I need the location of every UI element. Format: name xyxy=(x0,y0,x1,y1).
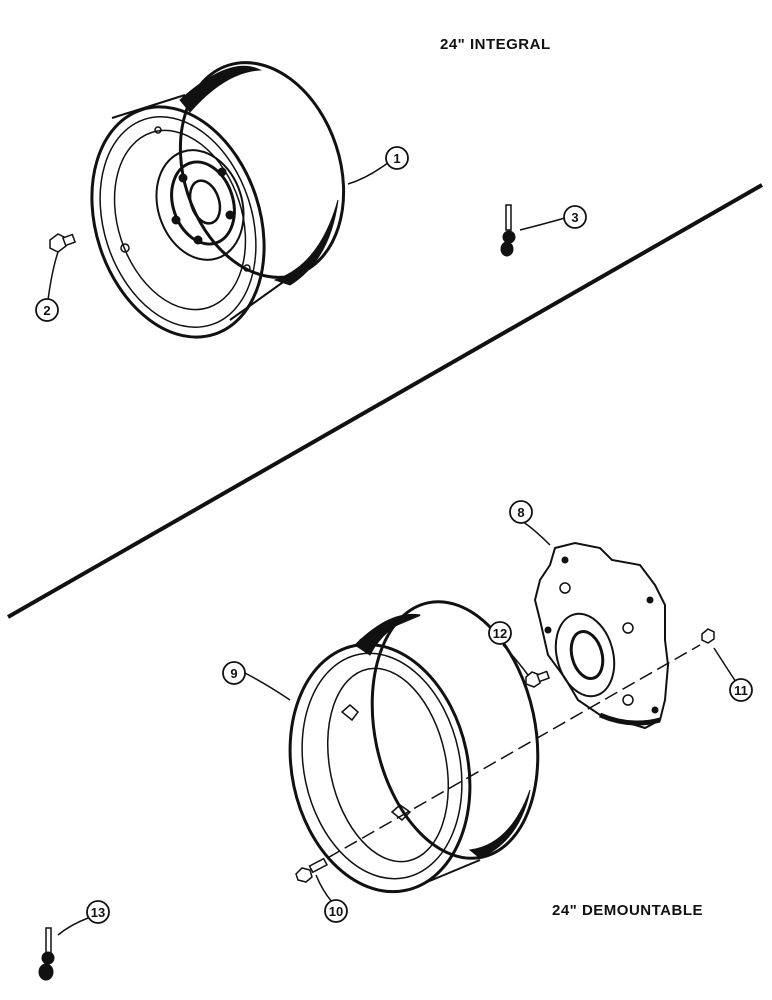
title-24-integral: 24" INTEGRAL xyxy=(440,36,551,53)
callout-8-label: 8 xyxy=(517,505,524,520)
callout-9: 9 xyxy=(222,661,246,685)
valve-stem-item-13 xyxy=(38,927,55,981)
valve-stem-item-3 xyxy=(500,204,516,257)
callout-9-label: 9 xyxy=(230,666,237,681)
title-24-demountable: 24" DEMOUNTABLE xyxy=(552,902,704,919)
integral-wheel xyxy=(90,61,346,339)
callout-10-label: 10 xyxy=(329,904,343,919)
callout-2-label: 2 xyxy=(43,303,50,318)
rim-item-9 xyxy=(288,600,540,894)
callout-13: 13 xyxy=(86,900,110,924)
callout-3-label: 3 xyxy=(571,210,578,225)
callout-8: 8 xyxy=(509,500,533,524)
callout-12: 12 xyxy=(488,621,512,645)
callout-1: 1 xyxy=(385,146,409,170)
callout-13-label: 13 xyxy=(91,905,105,920)
leader-lines xyxy=(47,161,741,936)
callout-11: 11 xyxy=(729,678,753,702)
callout-12-label: 12 xyxy=(493,626,507,641)
callout-10: 10 xyxy=(324,899,348,923)
bolt-item-2 xyxy=(49,233,77,253)
callout-2: 2 xyxy=(35,298,59,322)
callout-11-label: 11 xyxy=(734,683,748,698)
bolt-item-12 xyxy=(525,670,551,688)
bolt-item-10 xyxy=(295,857,328,883)
callout-1-label: 1 xyxy=(393,151,400,166)
assembly-axis-line xyxy=(309,644,701,869)
divider-line xyxy=(7,183,763,619)
callout-3: 3 xyxy=(563,205,587,229)
nut-item-11 xyxy=(701,628,715,644)
center-plate-item-8 xyxy=(533,541,670,730)
